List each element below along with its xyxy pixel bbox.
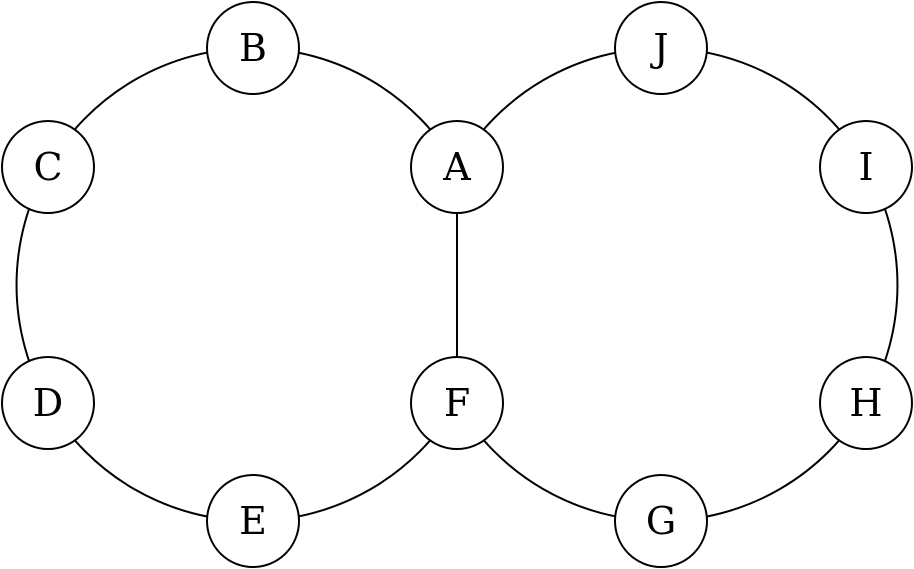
- node-D-circle: [1, 356, 95, 450]
- node-G-label: G: [646, 499, 676, 543]
- node-B-circle: [206, 1, 300, 95]
- node-B-label: B: [239, 26, 267, 70]
- node-E: E: [206, 474, 300, 568]
- node-C-circle: [1, 120, 95, 214]
- node-C: C: [1, 120, 95, 214]
- node-H: H: [819, 356, 913, 450]
- node-H-label: H: [849, 381, 882, 425]
- edges-left-ring: [15, 47, 458, 522]
- node-A: A: [410, 120, 504, 214]
- node-I: I: [819, 120, 913, 214]
- node-H-circle: [819, 356, 913, 450]
- node-G: G: [614, 474, 708, 568]
- node-I-label: I: [858, 145, 873, 189]
- node-A-circle: [410, 120, 504, 214]
- node-A-label: A: [442, 145, 471, 189]
- node-J-label: J: [649, 26, 668, 70]
- node-J-circle: [614, 1, 708, 95]
- node-G-circle: [614, 474, 708, 568]
- node-E-circle: [206, 474, 300, 568]
- node-I-circle: [819, 120, 913, 214]
- node-D: D: [1, 356, 95, 450]
- node-F: F: [410, 356, 504, 450]
- node-E-label: E: [239, 499, 267, 543]
- edges-right-ring: [456, 47, 899, 522]
- node-F-circle: [410, 356, 504, 450]
- node-J: J: [614, 1, 708, 95]
- node-D-label: D: [33, 381, 63, 425]
- node-C-label: C: [33, 145, 62, 189]
- node-B: B: [206, 1, 300, 95]
- node-F-label: F: [444, 381, 470, 425]
